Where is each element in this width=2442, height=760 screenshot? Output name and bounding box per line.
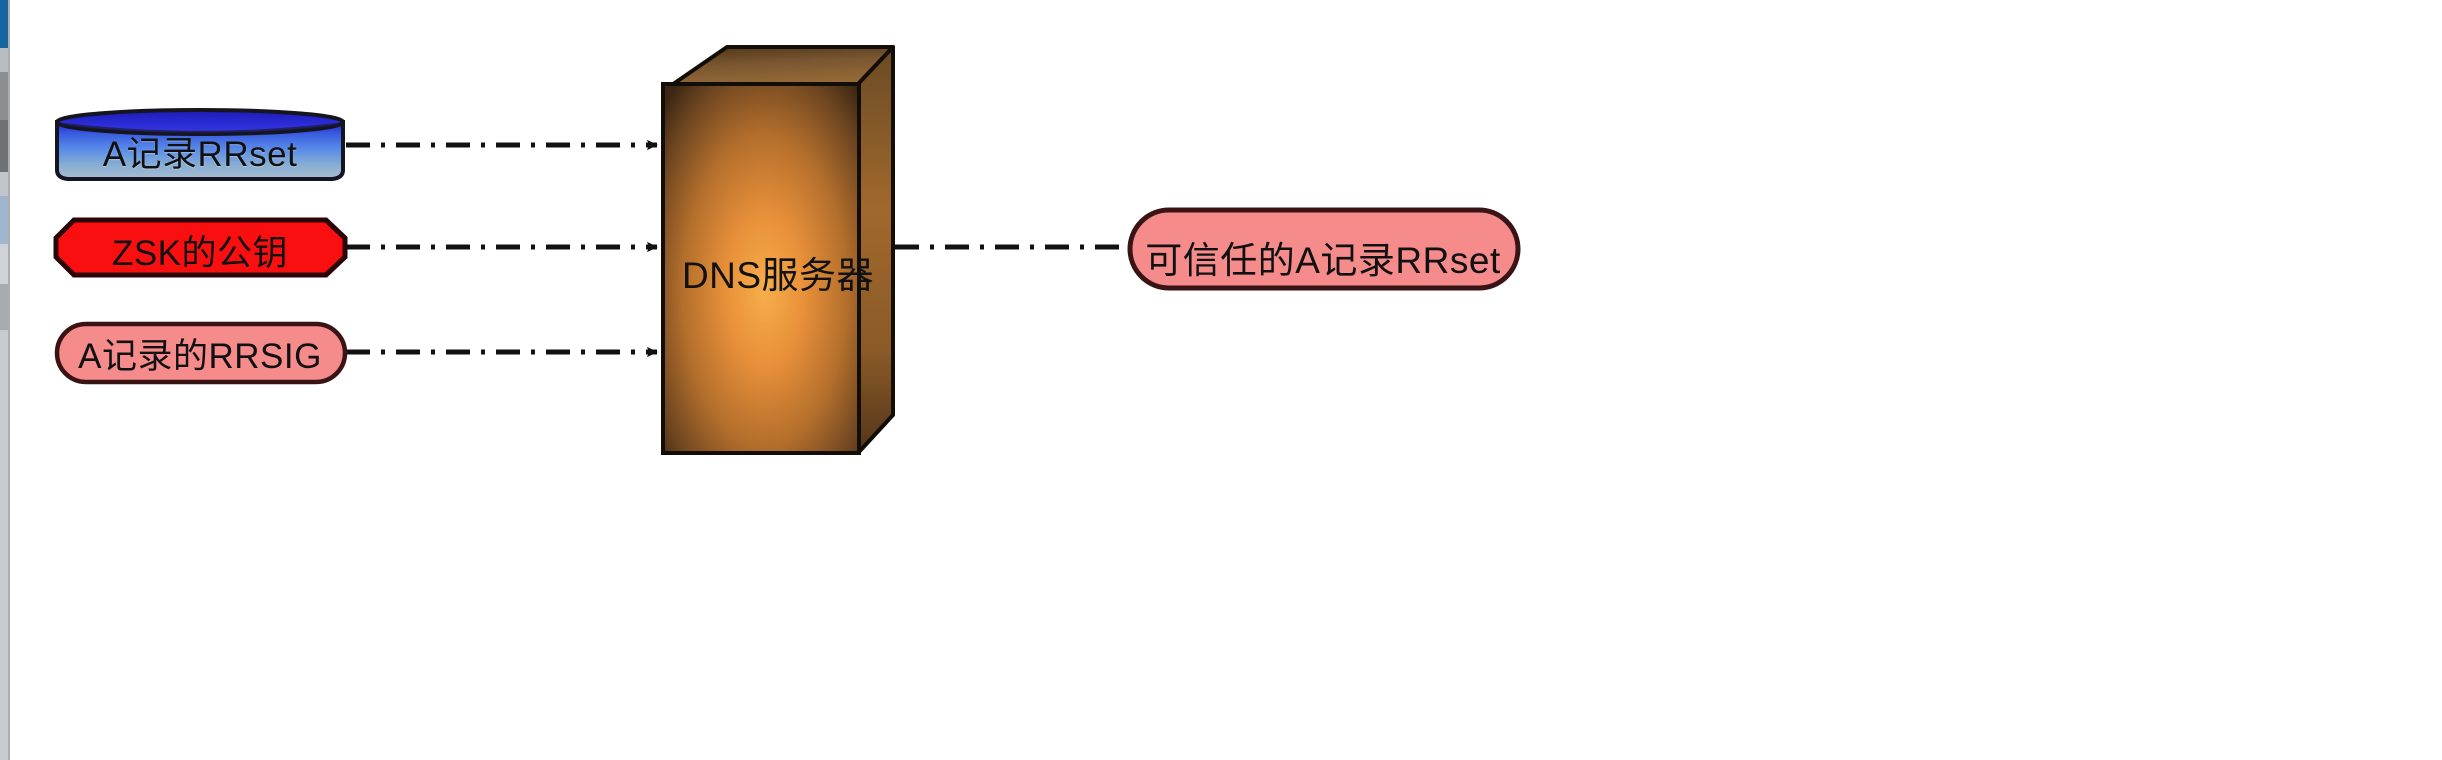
node-dns-server[interactable] — [661, 45, 895, 455]
adjacent-window-sliver — [0, 0, 9, 760]
node-a-record-rrsig[interactable] — [54, 321, 348, 385]
server-front-face — [661, 82, 861, 455]
server-side-face — [856, 45, 895, 455]
stadium-shape — [1127, 207, 1521, 291]
cylinder-inner-arc — [61, 122, 339, 134]
node-trusted-a-record-rrset[interactable] — [1127, 207, 1521, 291]
cylinder-top-ellipse — [55, 108, 345, 136]
node-a-record-rrset[interactable] — [55, 108, 345, 181]
window-divider-line — [8, 0, 10, 760]
octagon-shape — [53, 217, 348, 278]
node-zsk-public-key[interactable] — [53, 217, 348, 278]
connector-group — [346, 139, 1130, 358]
stadium-shape — [54, 321, 348, 385]
cylinder-body — [55, 120, 345, 181]
